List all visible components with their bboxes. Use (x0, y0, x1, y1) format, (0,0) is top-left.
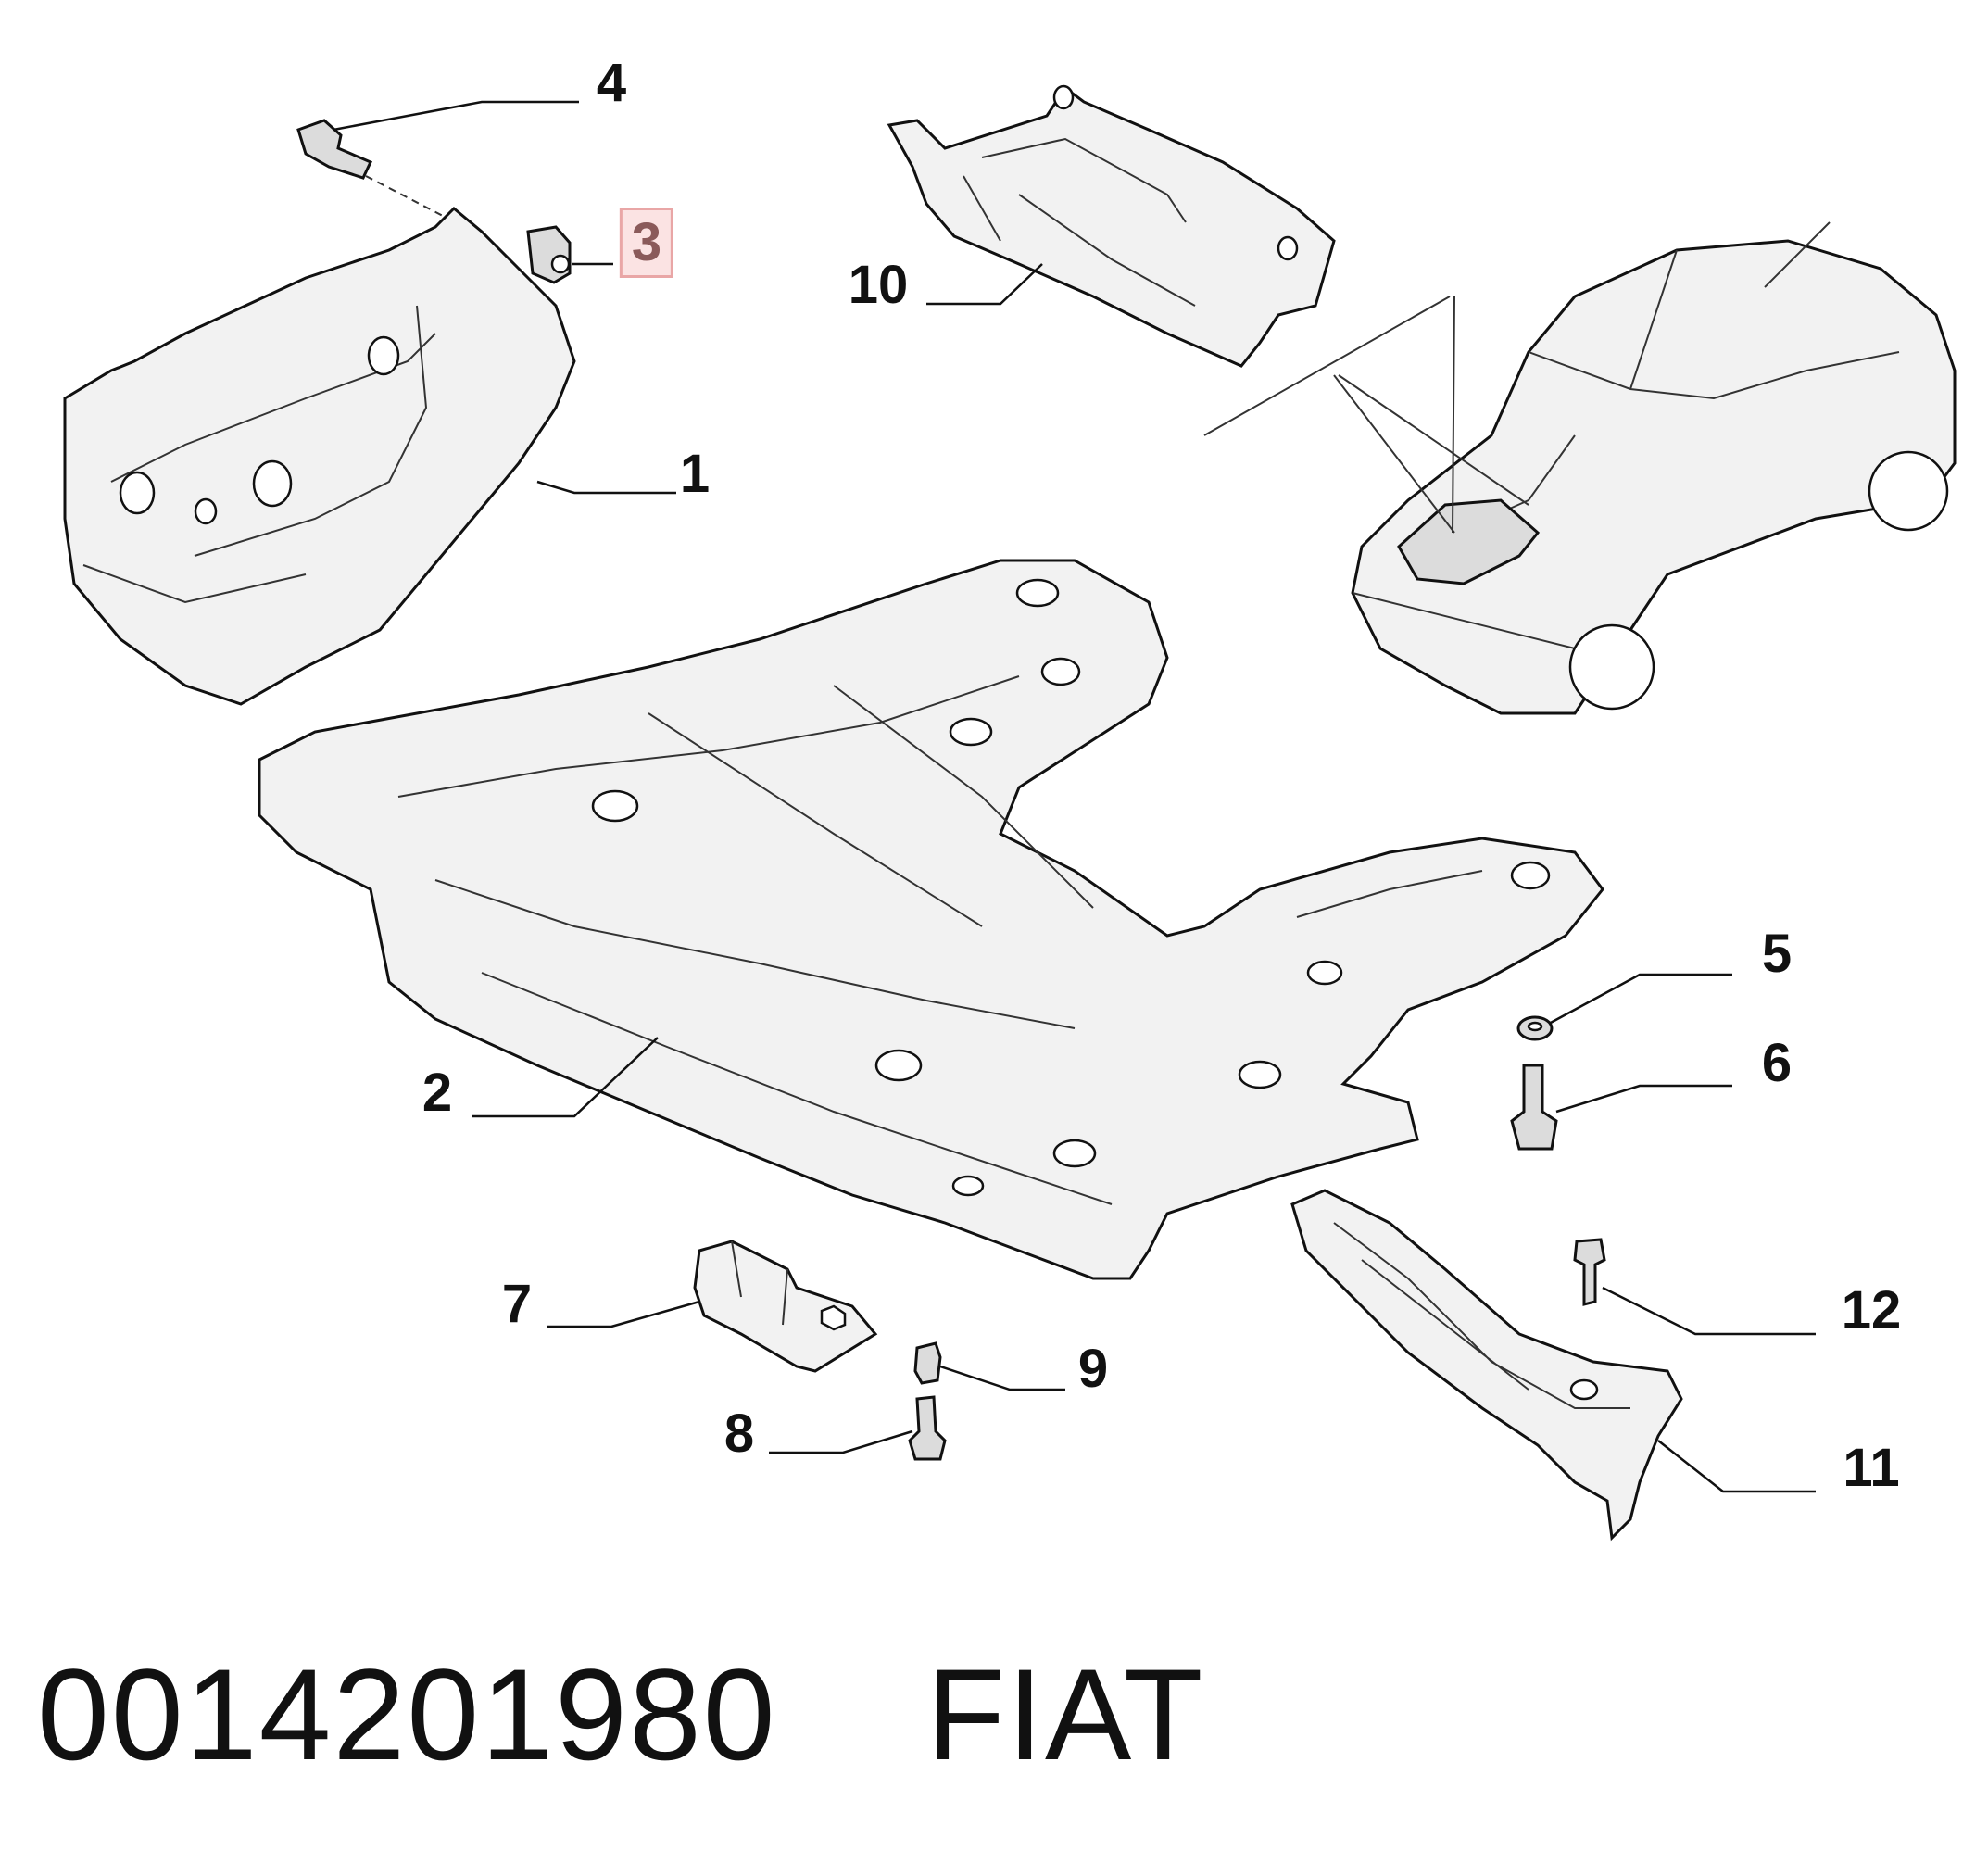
leader-2 (472, 1037, 659, 1118)
leader-lines (333, 100, 1816, 1493)
part-8-bolt (908, 1395, 947, 1461)
part-1-splash-shield (63, 206, 576, 706)
leader-9 (939, 1365, 1065, 1391)
caption: 0014201980 FIAT (37, 1640, 1204, 1790)
part-2-underbody-shield (258, 559, 1604, 1280)
callout-1: 1 (679, 444, 711, 504)
callout-2: 2 (422, 1063, 453, 1123)
brand-name: FIAT (925, 1642, 1205, 1787)
part-12-bolt (1573, 1238, 1606, 1306)
car-illustration (1351, 239, 1957, 715)
part-3-clip (526, 225, 572, 284)
part-10-engine-cover (887, 84, 1336, 368)
leader-7 (547, 1300, 700, 1328)
car-pointer-lines (1203, 221, 1831, 534)
leader-4 (333, 100, 579, 132)
part-7-bracket (693, 1240, 878, 1373)
callout-12: 12 (1841, 1280, 1902, 1341)
leader-6 (1555, 1084, 1732, 1114)
callout-10: 10 (848, 255, 909, 315)
leader-5 (1548, 973, 1732, 1026)
leader-8 (769, 1429, 913, 1454)
callout-6: 6 (1761, 1033, 1793, 1093)
leader-10 (926, 263, 1043, 306)
callout-4: 4 (596, 53, 627, 113)
leader-1 (536, 480, 676, 495)
leader-11 (1657, 1440, 1816, 1493)
part-4-bolt (296, 119, 444, 217)
callout-7: 7 (501, 1274, 533, 1334)
callout-11: 11 (1843, 1438, 1900, 1498)
callout-9: 9 (1077, 1339, 1109, 1399)
callout-3-highlighted: 3 (619, 208, 674, 278)
part-11-deflector (1290, 1189, 1683, 1542)
leader-12 (1602, 1286, 1816, 1336)
part-6-bolt (1510, 1064, 1558, 1151)
callout-8: 8 (723, 1404, 755, 1464)
callout-5: 5 (1761, 924, 1793, 984)
part-number: 0014201980 (37, 1642, 777, 1787)
part-9-stud (913, 1341, 942, 1385)
part-5-washer (1516, 1015, 1554, 1041)
